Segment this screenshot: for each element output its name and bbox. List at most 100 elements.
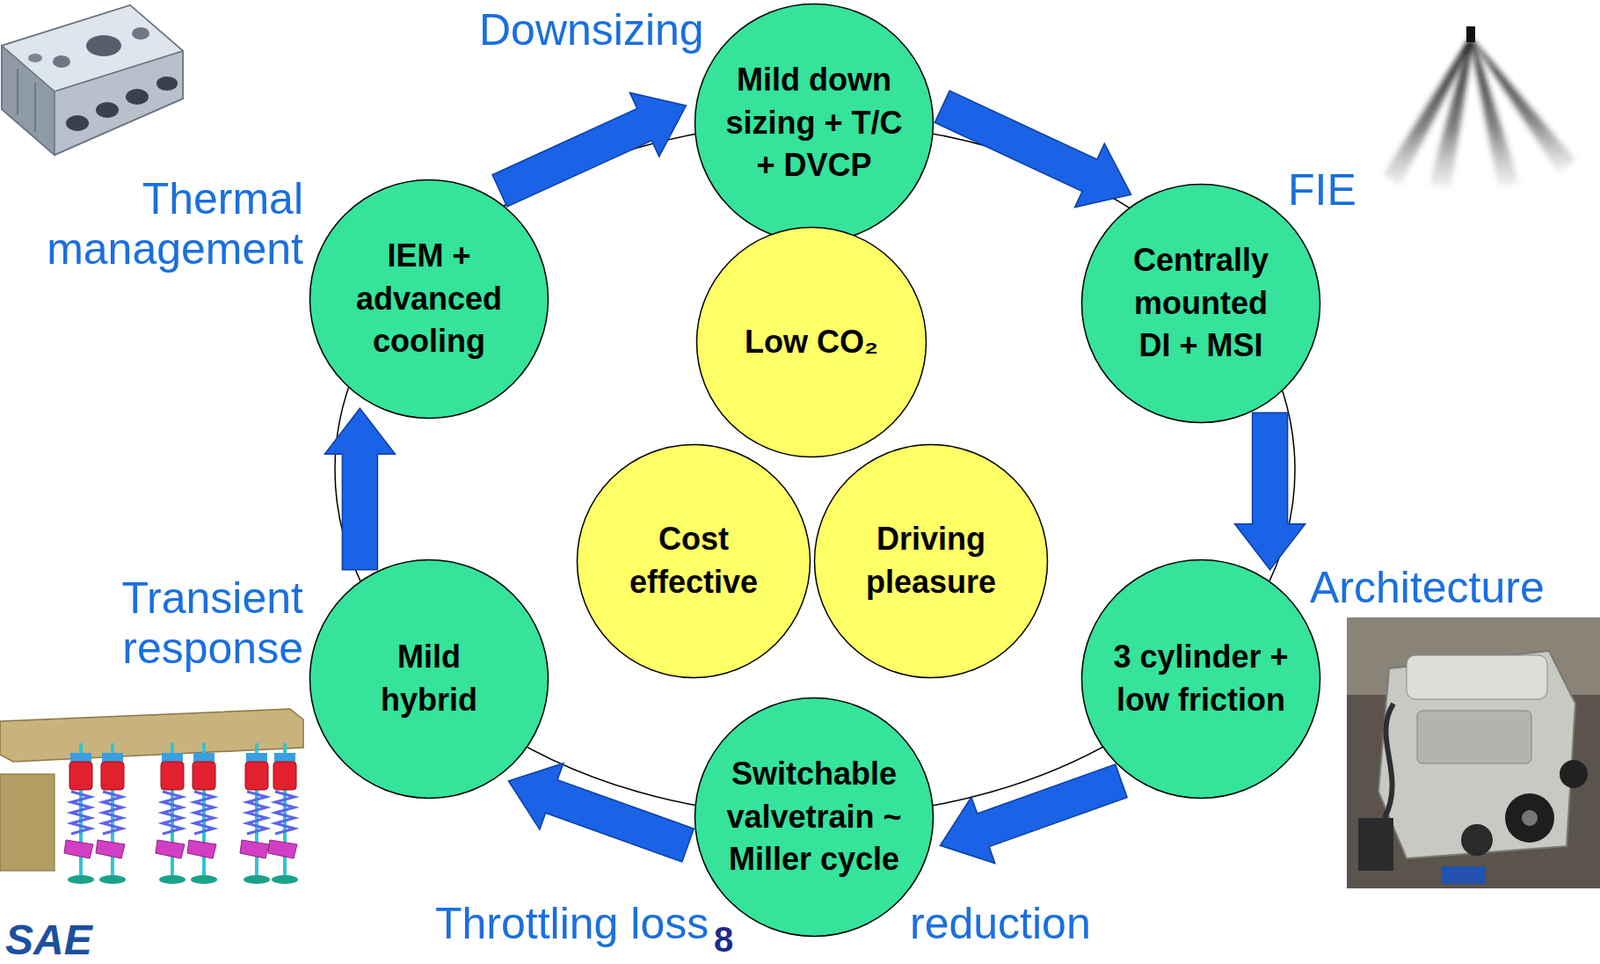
head-port <box>86 35 122 57</box>
engine-stand <box>1358 817 1394 871</box>
spray-plume <box>1470 40 1520 187</box>
node-text: Mild hybrid <box>363 635 495 721</box>
valve <box>64 742 95 884</box>
node-text: Switchable valvetrain ~ Miller cycle <box>721 752 907 881</box>
node-text-group: Mild hybrid <box>363 635 495 721</box>
node-text-group: Cost effective <box>617 517 771 604</box>
circle-outline <box>308 558 550 800</box>
block-arrow-shape <box>492 92 686 207</box>
node-text: Driving pleasure <box>854 517 1009 604</box>
head-bore <box>131 27 150 40</box>
circle-shape <box>695 4 934 243</box>
valve <box>240 742 270 884</box>
node-text-group: Centrally mounted DI + MSI <box>1121 239 1280 368</box>
logo-text: SAE <box>5 916 93 964</box>
fuel-spray-illustration <box>1383 26 1576 189</box>
goal-circle: Cost effective <box>575 443 812 679</box>
flow-arrow <box>508 763 694 862</box>
flow-arrow <box>492 92 686 207</box>
head-side-face <box>1 45 55 155</box>
page-number: 8 <box>713 919 734 960</box>
head-rib <box>34 82 37 132</box>
injector-nozzle <box>1466 26 1476 43</box>
photo-ground <box>1346 617 1600 888</box>
node-text: Cost effective <box>617 517 771 604</box>
block-arrow-shape <box>1235 412 1306 570</box>
circle-outline <box>813 443 1049 679</box>
node-text-group: 3 cylinder + low friction <box>1108 635 1294 721</box>
circle-shape <box>1082 184 1321 423</box>
flow-arrow <box>939 763 1128 864</box>
valve <box>155 742 186 884</box>
flow-arrow <box>1235 412 1306 570</box>
node-text: IEM + advanced cooling <box>349 234 509 364</box>
circle-shape <box>697 227 927 458</box>
category-label: Architecture <box>1309 562 1545 613</box>
head-port <box>95 101 119 118</box>
node-text: Mild down sizing + T/C + DVCP <box>720 58 910 188</box>
head-outline <box>1 5 183 155</box>
engine-photo-illustration <box>1346 617 1600 888</box>
engine-pulley <box>1559 759 1588 788</box>
category-label: reduction <box>909 898 1091 949</box>
engine-pulley <box>1461 823 1493 856</box>
category-label: Thermal management <box>21 174 304 275</box>
category-label: Transient response <box>92 573 304 674</box>
node-text-group: IEM + advanced cooling <box>349 234 509 364</box>
node-text-group: Low CO₂ <box>744 320 879 364</box>
block-arrow-shape <box>939 763 1128 864</box>
goal-circle: Driving pleasure <box>813 443 1049 679</box>
intake-manifold <box>1417 710 1532 764</box>
circle-shape <box>577 444 811 678</box>
engine-hose <box>1384 703 1394 818</box>
engine-pulley-hub <box>1521 809 1538 826</box>
head-front-face <box>54 50 183 155</box>
engine-part <box>1441 865 1486 884</box>
technology-circle: IEM + advanced cooling <box>308 178 550 420</box>
circle-shape <box>814 444 1048 678</box>
node-text-group: Mild down sizing + T/C + DVCP <box>720 58 910 188</box>
cam-carrier-block <box>0 773 55 871</box>
valve <box>187 742 218 884</box>
spray-plume <box>1472 40 1576 173</box>
flow-arrow <box>934 90 1131 208</box>
valve <box>95 742 126 884</box>
goal-circle: Low CO₂ <box>695 225 928 459</box>
node-text-group: Driving pleasure <box>854 517 1009 604</box>
valve <box>268 742 299 884</box>
circle-outline <box>1080 558 1322 800</box>
circle-shape <box>1082 560 1321 799</box>
technology-circle: Mild down sizing + T/C + DVCP <box>693 2 935 244</box>
node-text-group: Switchable valvetrain ~ Miller cycle <box>721 752 907 881</box>
technology-circle: Switchable valvetrain ~ Miller cycle <box>693 696 935 938</box>
circle-outline <box>575 443 812 679</box>
technology-circle: 3 cylinder + low friction <box>1080 558 1322 800</box>
spray-plume <box>1429 40 1473 189</box>
head-bore <box>28 53 43 63</box>
node-text: Low CO₂ <box>744 320 879 364</box>
head-port <box>156 76 178 91</box>
category-label: Downsizing <box>479 5 705 56</box>
technology-circle: Mild hybrid <box>308 558 550 800</box>
circle-shape <box>310 180 549 419</box>
flow-arrow <box>324 407 395 570</box>
circle-shape <box>695 698 934 937</box>
node-text: Centrally mounted DI + MSI <box>1121 239 1280 368</box>
head-rib <box>16 68 19 115</box>
block-arrow-shape <box>324 407 395 570</box>
block-arrow-shape <box>508 763 694 862</box>
head-port <box>125 88 149 105</box>
valvetrain-illustration <box>0 708 304 884</box>
engine-block <box>1378 650 1576 859</box>
engine-pulley <box>1505 792 1555 843</box>
block-arrow-shape <box>934 90 1131 208</box>
technology-circle: Centrally mounted DI + MSI <box>1080 182 1322 424</box>
category-label: FIE <box>1287 165 1357 216</box>
head-port <box>65 115 89 131</box>
category-label: Throttling loss <box>435 898 709 949</box>
circle-shape <box>310 560 549 799</box>
cylinder-head-illustration <box>1 5 183 155</box>
cam-cover <box>1406 654 1548 699</box>
node-text: 3 cylinder + low friction <box>1108 635 1294 721</box>
